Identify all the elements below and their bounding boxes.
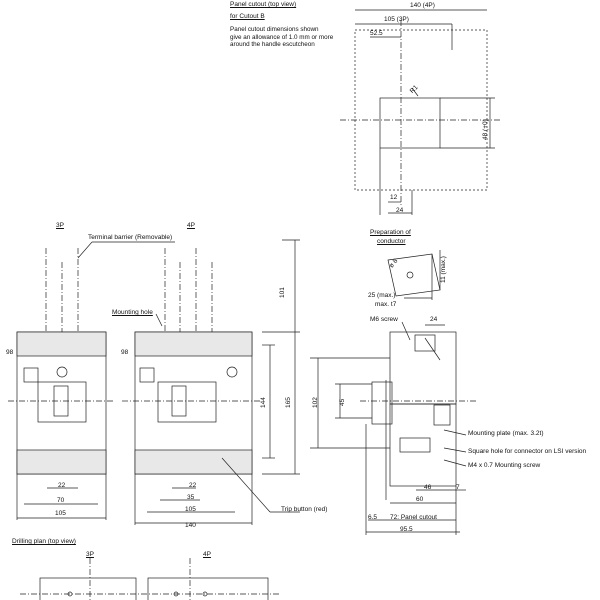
- side-view: [310, 321, 478, 535]
- front-view-3p: [8, 248, 115, 520]
- dim-22-left: 22: [58, 482, 66, 489]
- dim-140-front: 140: [185, 522, 196, 529]
- label-4p: 4P: [187, 222, 195, 229]
- dim-6-5: 6.5: [368, 514, 378, 521]
- dim-95-5: 95.5: [400, 526, 413, 533]
- dim-24-cutout: 24: [396, 207, 404, 214]
- note-line-2: give an allowance of 1.0 mm or more: [230, 33, 334, 41]
- cutout-outline: [354, 29, 488, 191]
- dim-45: 45: [339, 398, 346, 406]
- trip-button-label: Trip button (red): [281, 506, 328, 513]
- dim-105-left: 105: [55, 510, 66, 517]
- square-hole-label: Square hole for connector on LSI version: [468, 448, 587, 455]
- mounting-hole-label: Mounting hole: [112, 309, 153, 316]
- dim-12: 12: [390, 194, 398, 201]
- dim-72-panel-cutout: 72: Panel cutout: [390, 514, 437, 521]
- side-body-upper: [389, 331, 457, 405]
- panel-cutout-subtitle: for Cutout B: [230, 13, 265, 20]
- conductor-title-1: Preparation of: [370, 229, 411, 236]
- dim-140-4p: 140 (4P): [410, 2, 435, 9]
- terminal-barrier-label: Terminal barrier (Removable): [88, 234, 173, 241]
- dim-46: 46: [424, 484, 432, 491]
- drilling-label-4p: 4P: [203, 551, 211, 558]
- front-view-4p: [77, 239, 300, 525]
- panel-cutout-drawing: [340, 9, 500, 215]
- dim-101: 101: [279, 287, 286, 298]
- dim-52-5: 52.5: [370, 30, 383, 37]
- dim-24-side: 24: [430, 316, 438, 323]
- mounting-plate-label: Mounting plate (max. 3.2t): [468, 430, 544, 437]
- label-3p: 3P: [56, 222, 64, 229]
- dim-102: 102: [312, 397, 319, 408]
- dim-60: 60: [416, 496, 424, 503]
- dim-25-max: 25 (max.): [368, 292, 396, 299]
- drilling-plan-title: Drilling plan (top view): [12, 538, 76, 545]
- drilling-plan-drawing: [20, 558, 280, 600]
- m6-screw-label: M6 screw: [370, 316, 398, 323]
- dim-7: 7: [456, 484, 460, 491]
- dim-70: 70: [57, 497, 65, 504]
- dim-22-right: 22: [189, 482, 197, 489]
- dim-105-right: 105: [185, 506, 196, 513]
- dim-11-max: 11 (max.): [440, 256, 447, 283]
- dim-48: 48 (+0): [482, 119, 489, 140]
- drilling-label-3p: 3P: [86, 551, 94, 558]
- dim-105-3p: 105 (3P): [384, 16, 409, 23]
- conductor-title-2: conductor: [377, 238, 406, 245]
- dim-98-right: 98: [121, 349, 129, 356]
- m4-screw-label: M4 x 0.7 Mounting screw: [468, 462, 541, 469]
- panel-cutout-title: Panel cutout (top view): [230, 1, 297, 8]
- dim-165: 165: [285, 397, 292, 408]
- note-line-3: around the handle escutcheon: [230, 41, 315, 49]
- conductor-drawing: [387, 250, 441, 300]
- dim-t7-max: max. t7: [375, 301, 397, 308]
- side-body-lower: [389, 403, 457, 487]
- panel-cutout-note: Panel cutout dimensions shown give an al…: [230, 26, 333, 49]
- handle-escutcheon-cutout: [379, 97, 441, 149]
- note-line-1: Panel cutout dimensions shown: [230, 26, 319, 33]
- dim-144: 144: [260, 397, 267, 408]
- dim-98-left: 98: [6, 349, 14, 356]
- dim-35: 35: [187, 494, 195, 501]
